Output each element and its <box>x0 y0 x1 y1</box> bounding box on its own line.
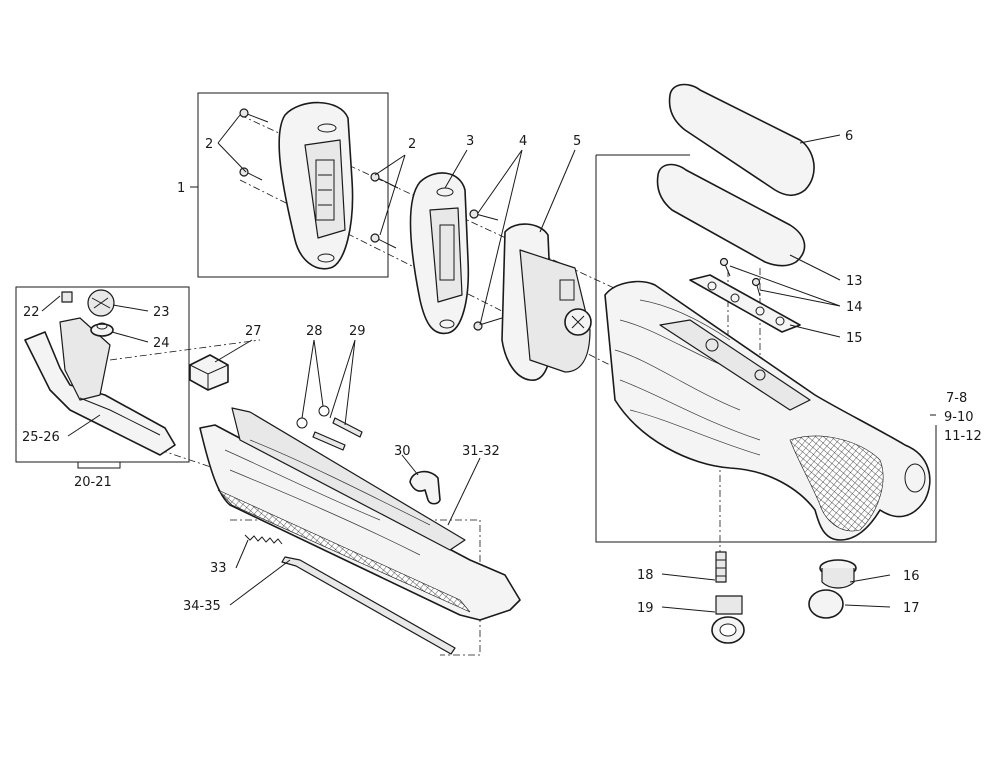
callout-23: 23 <box>153 305 170 320</box>
callout-11-12: 11-12 <box>944 429 982 444</box>
callout-33: 33 <box>210 561 227 576</box>
callout-25-26: 25-26 <box>22 430 60 445</box>
callout-18: 18 <box>637 568 654 583</box>
callout-22: 22 <box>23 305 40 320</box>
detent-pin <box>61 291 73 303</box>
stock-body <box>604 280 931 541</box>
axis-trigger <box>109 339 261 361</box>
frame-trigger-guard-assembly <box>15 286 190 463</box>
callout-34-35: 34-35 <box>183 599 221 614</box>
sling-stud <box>715 551 727 583</box>
callout-15: 15 <box>846 331 863 346</box>
callout-9-10: 9-10 <box>944 410 974 425</box>
callout-20-21: 20-21 <box>74 475 112 490</box>
callout-27: 27 <box>245 324 262 339</box>
spacer-plate <box>501 223 592 381</box>
callout-2-right: 2 <box>408 137 416 152</box>
callout-30: 30 <box>394 444 411 459</box>
bushing <box>90 323 114 337</box>
comb-plate <box>689 274 801 333</box>
rod <box>281 556 456 655</box>
forend <box>199 407 521 621</box>
frame-recoil-pad-assembly <box>197 92 389 278</box>
forend-screws <box>312 417 363 451</box>
trigger-guard-assembly <box>24 289 176 456</box>
recoil-pad-large <box>278 101 354 270</box>
callout-7-8: 7-8 <box>946 391 967 406</box>
callout-16: 16 <box>903 569 920 584</box>
screw-set-b <box>469 209 503 331</box>
latch-block <box>189 354 229 391</box>
callout-1: 1 <box>177 181 185 196</box>
grip-cap-disc <box>808 589 844 619</box>
callout-3: 3 <box>466 134 474 149</box>
callout-13: 13 <box>846 274 863 289</box>
screw-set-a <box>239 108 399 249</box>
cheek-comb-lower <box>656 163 806 267</box>
comb-screws <box>719 257 761 297</box>
leader-lines <box>41 114 936 613</box>
callout-19: 19 <box>637 601 654 616</box>
frame-stock-assembly <box>595 154 937 543</box>
callout-29: 29 <box>349 324 366 339</box>
spring <box>244 534 283 545</box>
callout-2-left: 2 <box>205 137 213 152</box>
recoil-pad-medium <box>409 172 470 335</box>
forend-clip <box>409 470 441 505</box>
cheek-comb-upper <box>668 83 815 197</box>
axis-forend <box>159 449 221 471</box>
callout-14: 14 <box>846 300 863 315</box>
callout-31-32: 31-32 <box>462 444 500 459</box>
callout-24: 24 <box>153 336 170 351</box>
callout-6: 6 <box>845 129 853 144</box>
callout-4: 4 <box>519 134 527 149</box>
grip-cap <box>819 559 857 589</box>
sling-swivel <box>711 595 745 644</box>
callout-28: 28 <box>306 324 323 339</box>
callout-5: 5 <box>573 134 581 149</box>
callout-17: 17 <box>903 601 920 616</box>
